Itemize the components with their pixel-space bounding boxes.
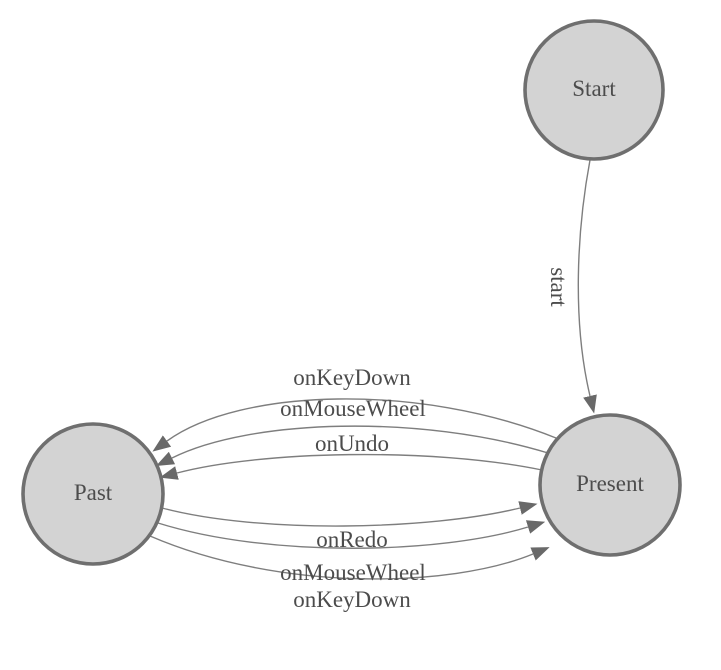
node-start[interactable]: Start [523,19,665,161]
edge-present-to-past-onmousewheel [155,425,549,467]
edge-label-start: start [546,267,571,307]
node-start-circle[interactable] [523,19,665,161]
node-past[interactable]: Past [21,422,165,566]
edge-label-group: start onKeyDown onMouseWheel onUndo onRe… [280,267,571,612]
edge-label-onmousewheel-bottom: onMouseWheel [280,560,426,585]
edge-start-to-present [577,159,597,414]
node-present[interactable]: Present [538,413,682,557]
edge-past-to-present-onmousewheel [157,520,546,549]
edge-group [149,159,597,580]
edge-present-to-past-onundo [159,453,543,480]
edge-label-onundo: onUndo [315,431,389,456]
edge-label-onredo: onRedo [316,527,388,552]
node-present-label: Present [576,471,644,496]
node-present-circle[interactable] [538,413,682,557]
node-past-label: Past [74,480,113,505]
edge-present-to-past-onkeydown [152,398,557,452]
node-start-label: Start [572,76,616,101]
edge-past-to-present-onkeydown [149,535,550,580]
edge-label-onkeydown-top: onKeyDown [293,365,411,390]
edge-past-to-present-onredo [161,501,538,527]
node-past-circle[interactable] [21,422,165,566]
edge-label-onkeydown-bottom: onKeyDown [293,587,411,612]
edge-label-onmousewheel-top: onMouseWheel [280,396,426,421]
